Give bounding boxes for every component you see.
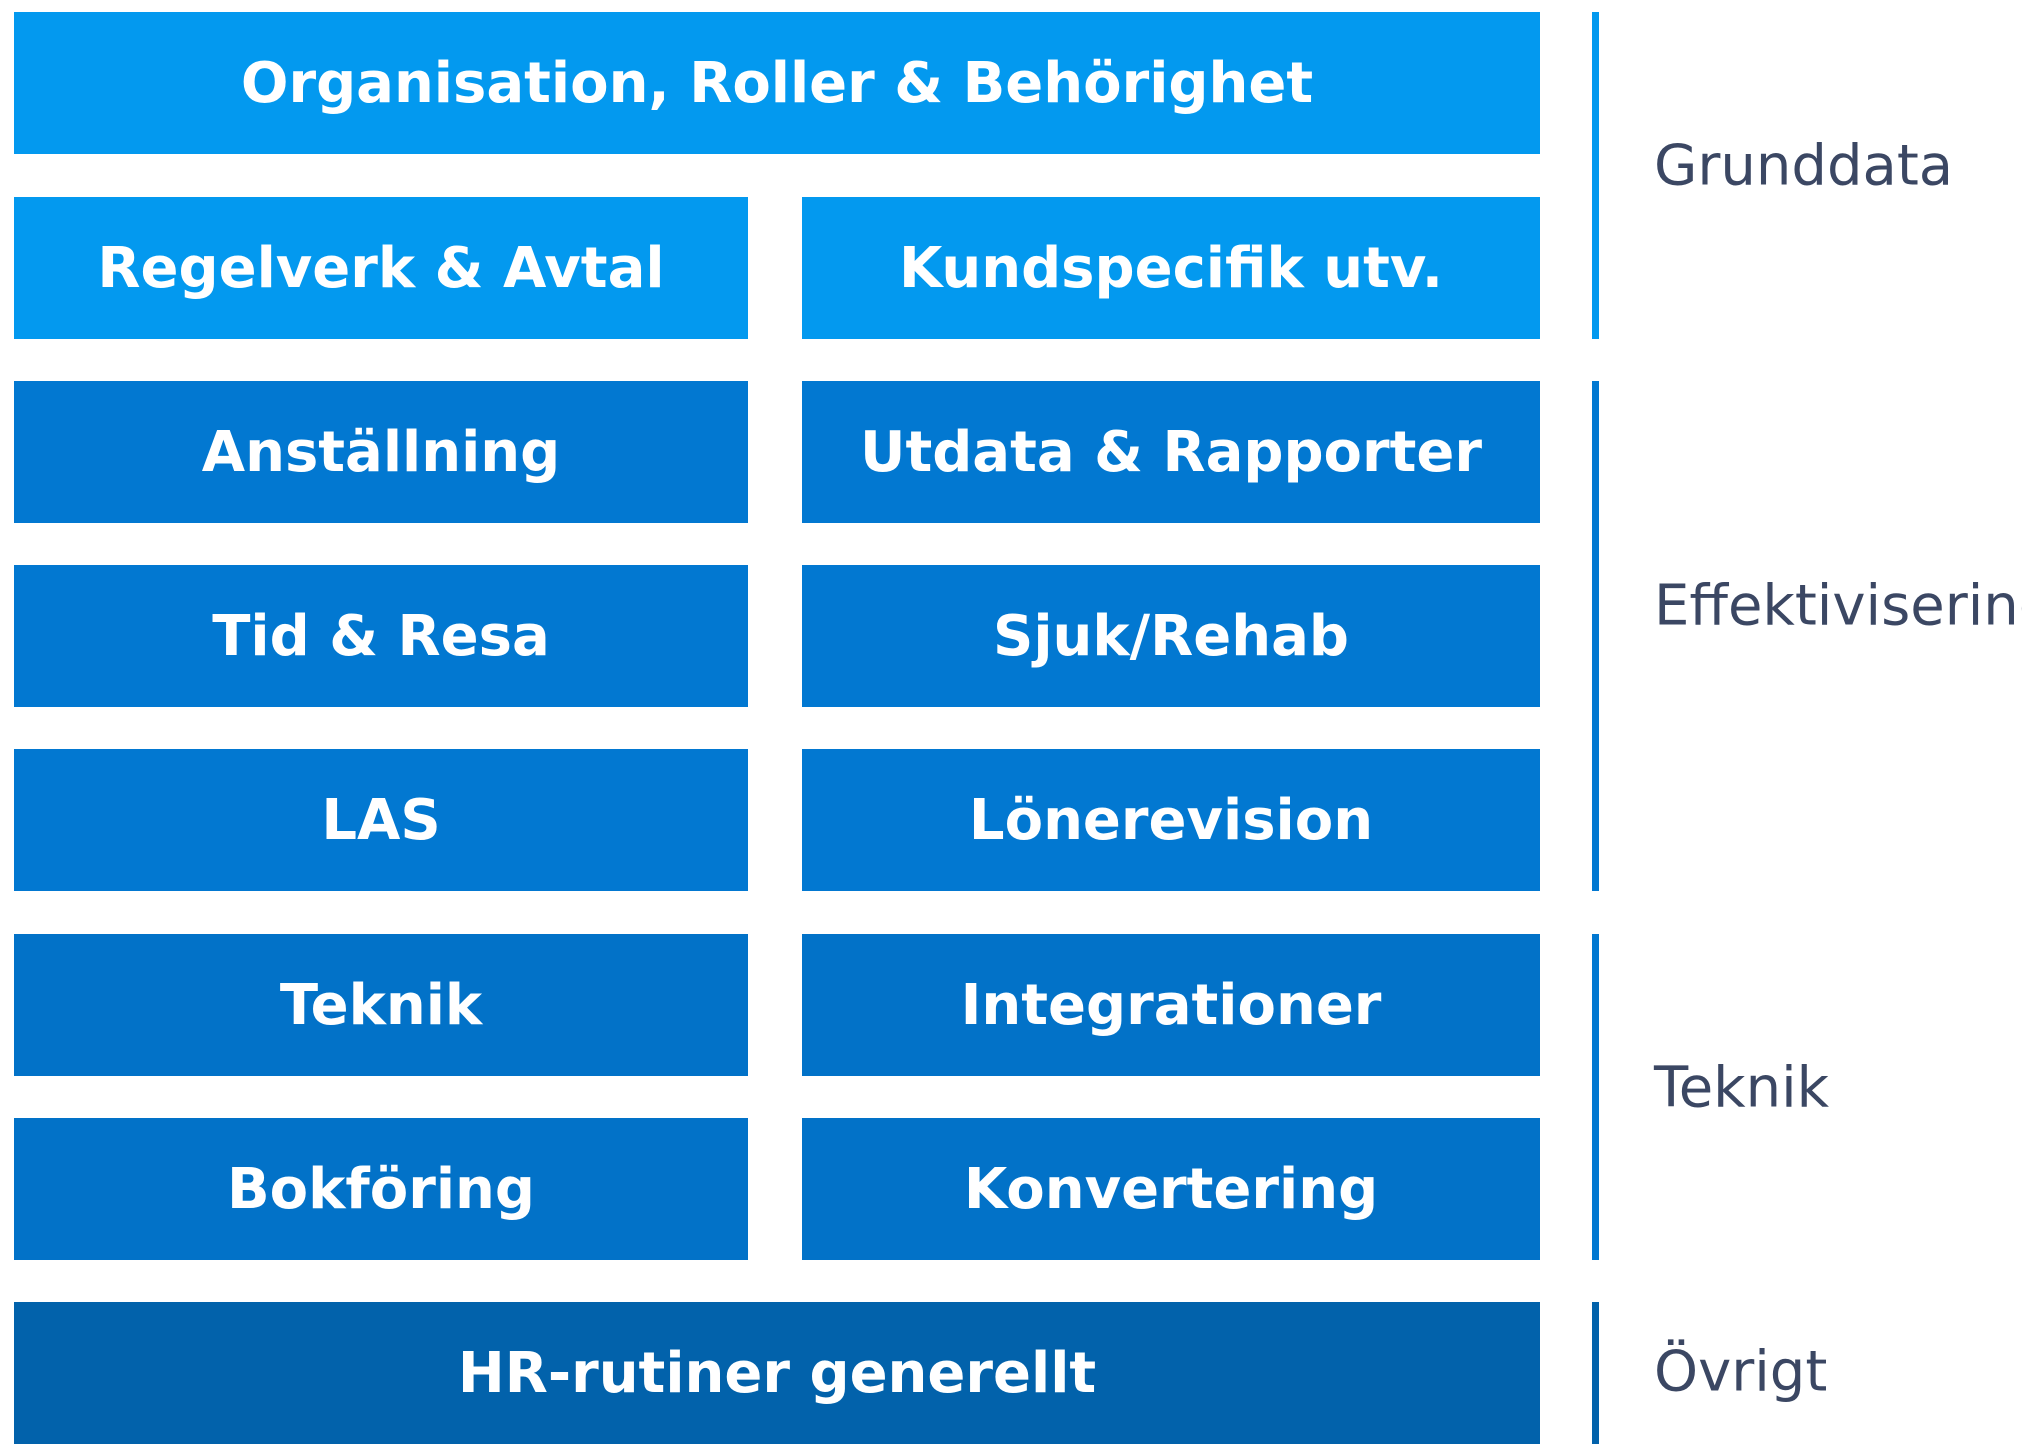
box-tid-resa: Tid & Resa <box>14 565 748 707</box>
box-label: LAS <box>321 787 441 853</box>
group-label-teknik: Teknik <box>1654 1055 1830 1121</box>
box-utdata-rapporter: Utdata & Rapporter <box>802 381 1540 523</box>
box-label: Utdata & Rapporter <box>859 419 1483 485</box>
box-label: Organisation, Roller & Behörighet <box>240 50 1314 116</box>
box-teknik: Teknik <box>14 934 748 1076</box>
group-bar-effektivisering <box>1592 381 1599 891</box>
group-label-grunddata: Grunddata <box>1654 133 1954 199</box>
box-konvertering: Konvertering <box>802 1118 1540 1260</box>
group-label-ovrigt: Övrigt <box>1654 1339 1828 1405</box>
box-label: Tid & Resa <box>212 603 550 669</box>
box-organisation-roller-behorighet: Organisation, Roller & Behörighet <box>14 12 1540 154</box>
box-label: Kundspecifik utv. <box>898 235 1444 301</box>
group-label-effektivisering: Effektivisering <box>1654 573 2022 639</box>
box-label: Integrationer <box>960 972 1382 1038</box>
box-regelverk-avtal: Regelverk & Avtal <box>14 197 748 339</box>
box-label: Regelverk & Avtal <box>97 235 665 301</box>
box-label: Konvertering <box>963 1156 1379 1222</box>
box-label: Teknik <box>279 972 483 1038</box>
group-bar-ovrigt <box>1592 1302 1599 1444</box>
box-label: Lönerevision <box>968 787 1374 853</box>
group-bar-teknik <box>1592 934 1599 1260</box>
box-lonerevision: Lönerevision <box>802 749 1540 891</box>
box-anstallning: Anställning <box>14 381 748 523</box>
box-las: LAS <box>14 749 748 891</box>
box-kundspecifik-utv: Kundspecifik utv. <box>802 197 1540 339</box>
box-label: Bokföring <box>227 1156 535 1222</box>
box-integrationer: Integrationer <box>802 934 1540 1076</box>
box-hr-rutiner-generellt: HR-rutiner generellt <box>14 1302 1540 1444</box>
box-label: HR-rutiner generellt <box>457 1340 1097 1406</box>
box-bokforing: Bokföring <box>14 1118 748 1260</box>
box-sjuk-rehab: Sjuk/Rehab <box>802 565 1540 707</box>
box-label: Sjuk/Rehab <box>993 603 1349 669</box>
group-bar-grunddata <box>1592 12 1599 339</box>
box-label: Anställning <box>201 419 561 485</box>
